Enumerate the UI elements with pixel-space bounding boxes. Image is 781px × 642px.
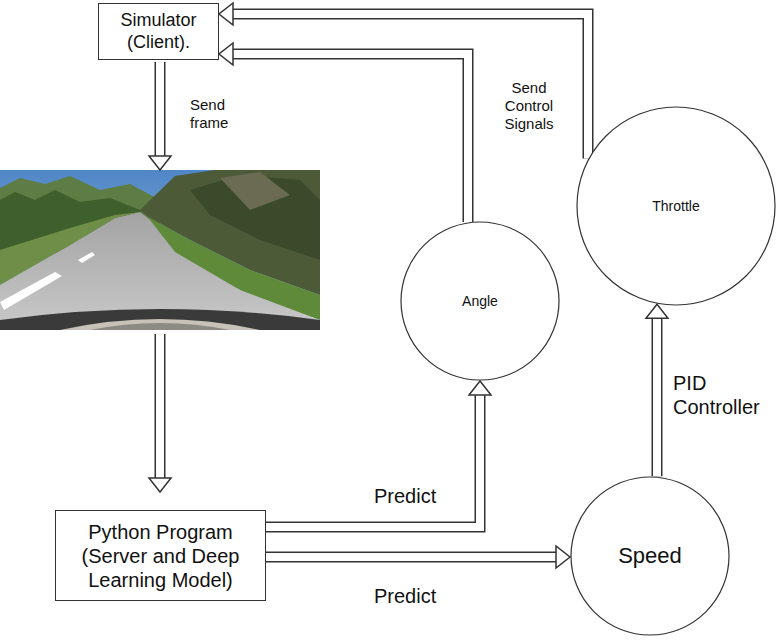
flow-arrow — [219, 43, 468, 222]
node-label: Speed — [618, 543, 682, 569]
edge-label: Predict — [372, 584, 438, 608]
signal-circle: Angle — [400, 221, 560, 381]
edge-label: PID Controller — [671, 371, 781, 419]
signal-circle: Speed — [570, 476, 730, 636]
process-box: Python Program (Server and Deep Learning… — [55, 510, 266, 601]
flow-arrow — [149, 62, 171, 170]
edge-label: Predict — [372, 484, 438, 508]
flow-arrow — [266, 381, 491, 527]
flow-arrow — [149, 334, 171, 492]
note-label: Send Control Signals — [496, 79, 562, 133]
flow-arrow — [219, 3, 588, 159]
node-label: Python Program (Server and Deep Learning… — [73, 520, 248, 592]
signal-circle: Throttle — [576, 106, 776, 306]
process-box: Simulator (Client). — [98, 3, 219, 60]
node-label: Angle — [462, 293, 498, 310]
node-label: Simulator (Client). — [109, 10, 209, 53]
flow-arrow — [266, 546, 570, 568]
camera-frame — [0, 170, 320, 330]
note-label: Send frame — [188, 96, 242, 132]
node-label: Throttle — [652, 198, 699, 215]
flow-arrow — [646, 304, 668, 476]
